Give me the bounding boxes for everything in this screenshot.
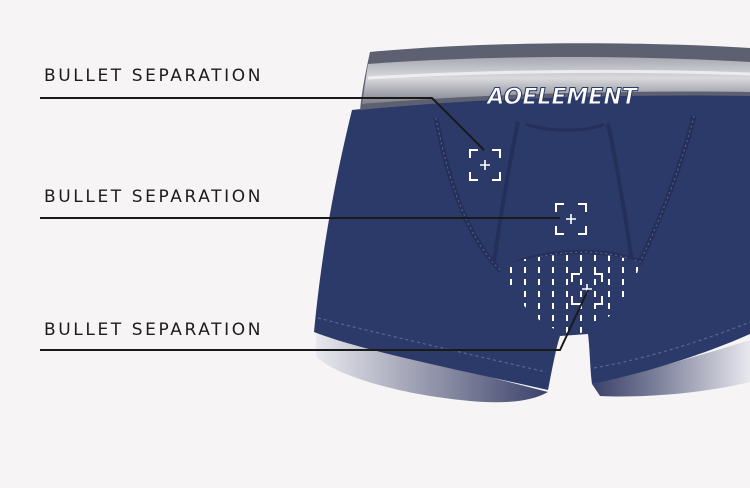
callout-line-3 bbox=[40, 289, 589, 351]
right-leg-opening bbox=[592, 340, 750, 397]
pouch-panel bbox=[433, 115, 697, 334]
brand-logo: AOELEMENT bbox=[485, 85, 638, 110]
focus-target-icon bbox=[555, 203, 587, 235]
callout-line-1 bbox=[40, 97, 485, 151]
left-leg-opening bbox=[316, 330, 548, 403]
briefs-body bbox=[314, 92, 750, 390]
callout-label: BULLET SEPARATION bbox=[44, 187, 264, 207]
callout-label: BULLET SEPARATION bbox=[44, 320, 264, 340]
waistband: AOELEMENT bbox=[360, 43, 750, 111]
callout-label: BULLET SEPARATION bbox=[44, 66, 264, 86]
focus-target-icon bbox=[571, 273, 603, 305]
focus-target-icon bbox=[469, 149, 501, 181]
